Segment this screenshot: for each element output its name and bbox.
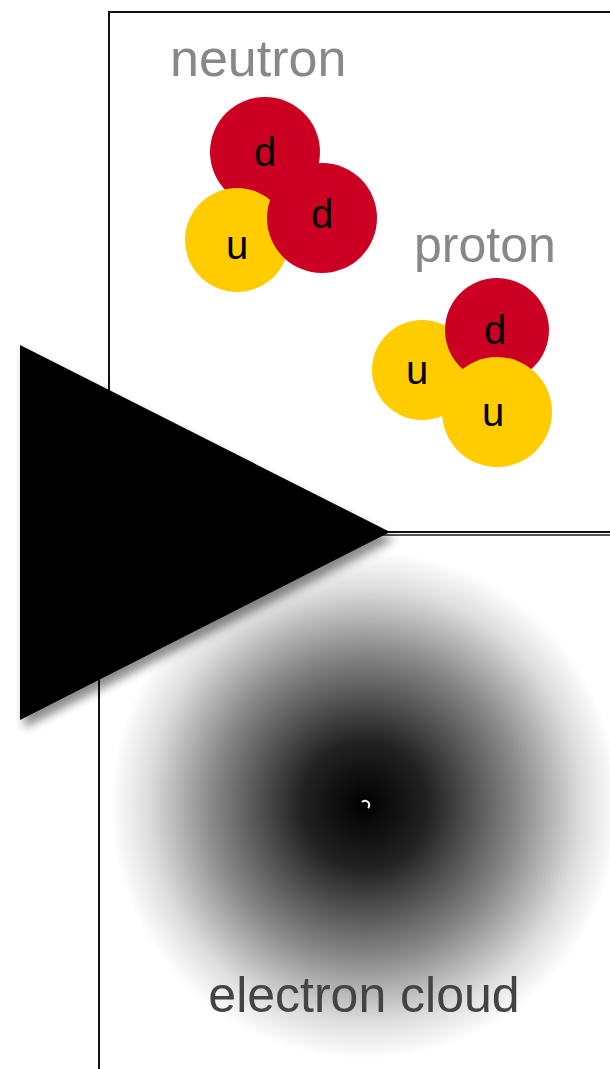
pointer-triangle — [20, 345, 390, 720]
particle-label: neutron — [170, 30, 346, 87]
quark-letter: d — [311, 194, 333, 234]
quark-letter: u — [482, 392, 504, 432]
quark-letter: u — [406, 350, 428, 390]
quark-letter: d — [484, 310, 506, 350]
electron-cloud — [110, 550, 610, 1060]
quark-circle: d — [267, 163, 377, 273]
particle-label: proton — [414, 218, 556, 273]
panel-border — [98, 534, 610, 536]
panel-caption: electron cloud — [208, 968, 519, 1023]
quark-circle: u — [442, 357, 552, 467]
atom-panel: electron cloud — [99, 536, 610, 1069]
quark-letter: u — [226, 225, 248, 265]
nucleus-dot — [362, 801, 369, 808]
panel-border — [98, 535, 100, 1069]
quark-letter: d — [254, 132, 276, 172]
nucleus-panel — [109, 12, 610, 532]
